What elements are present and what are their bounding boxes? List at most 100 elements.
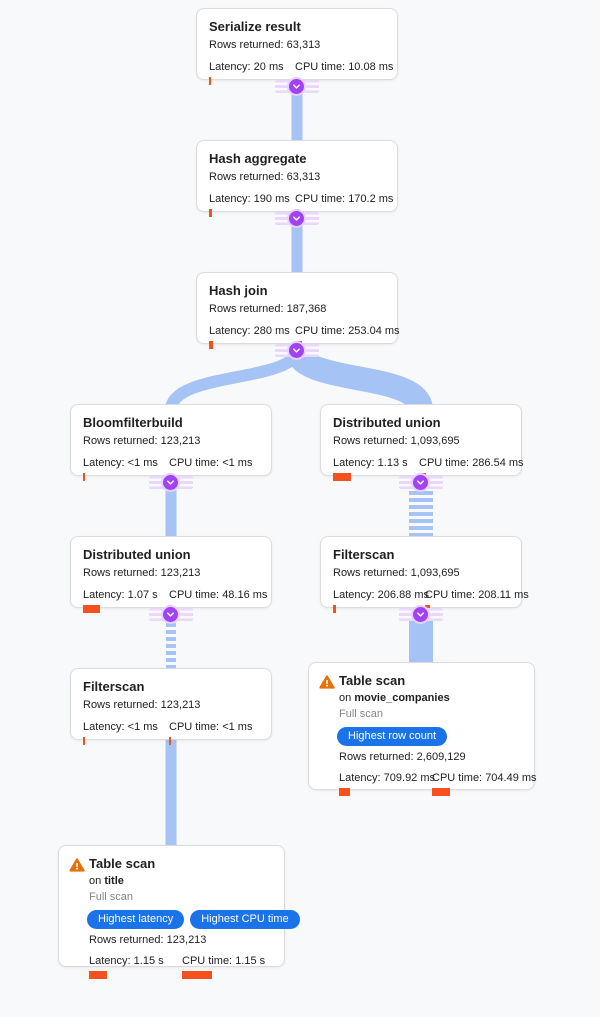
collapse-toggle-hash-aggregate[interactable]	[289, 211, 304, 226]
scan-type: Full scan	[89, 891, 134, 903]
badge-highest-latency: Highest latency	[87, 910, 185, 929]
latency-value: <1 ms	[127, 457, 158, 469]
cpu-bar	[169, 737, 171, 745]
plan-node-filterscan-right[interactable]: Filterscan Rows returned: 1,093,695 Late…	[320, 536, 529, 613]
latency-metric: Latency: 1.13 s	[333, 457, 419, 481]
cpu-metric: CPU time: 48.16 ms	[169, 589, 267, 613]
rows-label: Rows returned:	[89, 934, 164, 946]
plan-node-bloomfilterbuild[interactable]: Bloomfilterbuild Rows returned: 123,213 …	[70, 404, 272, 481]
badge-highest-cpu-time: Highest CPU time	[190, 910, 300, 929]
cpu-label: CPU time:	[169, 589, 220, 601]
cpu-value: <1 ms	[222, 457, 253, 469]
rows-returned: Rows returned: 1,093,695	[333, 434, 509, 448]
chevron-down-icon	[293, 84, 300, 89]
cpu-label: CPU time:	[295, 61, 346, 73]
collapse-toggle-filterscan-right[interactable]	[413, 607, 428, 622]
latency-value: 709.92 ms	[383, 772, 436, 784]
latency-metric: Latency: 190 ms	[209, 193, 295, 217]
on-label: on	[89, 875, 102, 887]
cpu-label: CPU time:	[295, 325, 346, 337]
latency-bar	[83, 605, 100, 613]
cpu-metric: CPU time: 1.15 s	[182, 955, 272, 979]
latency-bar	[209, 77, 211, 85]
rows-returned: Rows returned: 123,213	[83, 434, 259, 448]
collapse-toggle-hash-join[interactable]	[289, 343, 304, 358]
badges-row: Highest row count	[337, 726, 522, 746]
metrics-row: Latency: <1 ms CPU time: <1 ms	[83, 721, 259, 745]
badges-row: Highest latency Highest CPU time	[87, 909, 300, 929]
node-title: Filterscan	[333, 547, 395, 562]
latency-bar	[209, 209, 212, 217]
cpu-label: CPU time:	[425, 589, 476, 601]
plan-node-table-scan-movie-companies[interactable]: Table scan on movie_companies Full scan …	[308, 662, 537, 796]
node-title: Table scan	[339, 673, 406, 688]
cpu-metric: CPU time: <1 ms	[169, 721, 259, 745]
node-title: Table scan	[89, 856, 156, 871]
collapse-toggle-bloomfilterbuild[interactable]	[163, 475, 178, 490]
scan-type: Full scan	[339, 708, 384, 720]
latency-bar	[83, 473, 85, 481]
collapse-toggle-distributed-union-right[interactable]	[413, 475, 428, 490]
latency-label: Latency:	[333, 589, 375, 601]
metrics-row: Latency: 206.88 ms CPU time: 208.11 ms	[333, 589, 529, 613]
rows-returned: Rows returned: 63,313	[209, 170, 385, 184]
node-title: Distributed union	[83, 547, 191, 562]
node-title: Bloomfilterbuild	[83, 415, 183, 430]
collapse-toggle-serialize-result[interactable]	[289, 79, 304, 94]
cpu-metric: CPU time: 704.49 ms	[432, 772, 537, 796]
plan-node-distributed-union-left[interactable]: Distributed union Rows returned: 123,213…	[70, 536, 272, 613]
cpu-metric: CPU time: 286.54 ms	[419, 457, 524, 481]
cpu-value: 1.15 s	[235, 955, 266, 967]
latency-bar	[89, 971, 107, 979]
latency-bar	[209, 341, 214, 349]
latency-value: 1.13 s	[377, 457, 408, 469]
cpu-label: CPU time:	[169, 721, 220, 733]
node-title: Serialize result	[209, 19, 301, 34]
latency-metric: Latency: 709.92 ms	[339, 772, 436, 796]
chevron-down-icon	[167, 612, 174, 617]
metrics-row: Latency: 1.13 s CPU time: 286.54 ms	[333, 457, 524, 481]
latency-value: 1.15 s	[133, 955, 164, 967]
plan-node-distributed-union-right[interactable]: Distributed union Rows returned: 1,093,6…	[320, 404, 524, 481]
rows-returned: Rows returned: 123,213	[83, 698, 259, 712]
rows-label: Rows returned:	[83, 435, 158, 447]
plan-node-filterscan-left[interactable]: Filterscan Rows returned: 123,213 Latenc…	[70, 668, 272, 745]
plan-node-serialize-result[interactable]: Serialize result Rows returned: 63,313 L…	[196, 8, 398, 85]
node-title: Hash join	[209, 283, 268, 298]
plan-node-hash-join[interactable]: Hash join Rows returned: 187,368 Latency…	[196, 272, 400, 349]
table-name-line: on title	[89, 874, 272, 888]
cpu-metric: CPU time: 10.08 ms	[295, 61, 393, 85]
latency-bar	[333, 473, 351, 481]
rows-value: 123,213	[166, 934, 207, 946]
chevron-down-icon	[293, 348, 300, 353]
rows-value: 63,313	[286, 171, 321, 183]
plan-node-table-scan-title[interactable]: Table scan on title Full scan Highest la…	[58, 845, 300, 979]
rows-value: 1,093,695	[410, 567, 460, 579]
plan-node-hash-aggregate[interactable]: Hash aggregate Rows returned: 63,313 Lat…	[196, 140, 398, 217]
metrics-row: Latency: <1 ms CPU time: <1 ms	[83, 457, 259, 481]
rows-returned: Rows returned: 63,313	[209, 38, 385, 52]
rows-returned: Rows returned: 123,213	[83, 566, 259, 580]
latency-value: 1.07 s	[127, 589, 158, 601]
metrics-row: Latency: 1.15 s CPU time: 1.15 s	[89, 955, 272, 979]
latency-label: Latency:	[89, 955, 131, 967]
rows-value: 187,368	[286, 303, 327, 315]
table-name-line: on movie_companies	[339, 691, 522, 705]
table-name: title	[104, 875, 124, 887]
collapse-toggle-distributed-union-left[interactable]	[163, 607, 178, 622]
metrics-row: Latency: 190 ms CPU time: 170.2 ms	[209, 193, 393, 217]
cpu-value: 286.54 ms	[472, 457, 524, 469]
rows-label: Rows returned:	[83, 699, 158, 711]
cpu-value: 48.16 ms	[222, 589, 268, 601]
warning-icon	[319, 675, 335, 689]
badge-highest-row-count: Highest row count	[337, 727, 448, 746]
latency-value: 206.88 ms	[377, 589, 430, 601]
latency-label: Latency:	[209, 193, 251, 205]
rows-value: 63,313	[286, 39, 321, 51]
rows-label: Rows returned:	[209, 303, 284, 315]
latency-label: Latency:	[83, 457, 125, 469]
latency-label: Latency:	[209, 61, 251, 73]
rows-label: Rows returned:	[339, 751, 414, 763]
cpu-label: CPU time:	[182, 955, 233, 967]
latency-bar	[333, 605, 337, 613]
